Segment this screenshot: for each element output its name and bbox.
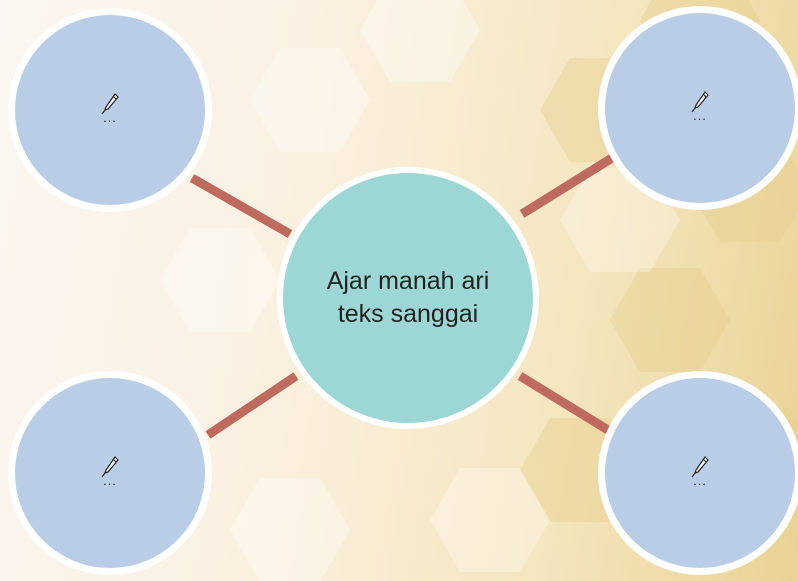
node-placeholder-text: ... xyxy=(103,110,117,125)
pen-icon xyxy=(691,456,709,478)
node-bottom-right[interactable]: ... xyxy=(598,371,798,575)
node-placeholder-text: ... xyxy=(693,108,707,123)
center-node: Ajar manah ari teks sanggai xyxy=(277,167,539,429)
pen-placeholder: ... xyxy=(101,93,119,125)
node-placeholder-text: ... xyxy=(693,473,707,488)
connector-bottom-right xyxy=(517,372,611,434)
node-top-right[interactable]: ... xyxy=(598,6,798,210)
pen-icon xyxy=(101,93,119,115)
center-node-label: Ajar manah ari teks sanggai xyxy=(326,267,490,328)
connector-top-right xyxy=(519,154,615,218)
connector-top-left xyxy=(189,174,293,238)
pen-placeholder: ... xyxy=(101,456,119,488)
pen-placeholder: ... xyxy=(691,456,709,488)
connector-bottom-left xyxy=(205,372,299,439)
pen-placeholder: ... xyxy=(691,91,709,123)
pen-icon xyxy=(691,91,709,113)
pen-icon xyxy=(101,456,119,478)
node-top-left[interactable]: ... xyxy=(8,8,212,212)
node-placeholder-text: ... xyxy=(103,473,117,488)
node-bottom-left[interactable]: ... xyxy=(8,371,212,575)
